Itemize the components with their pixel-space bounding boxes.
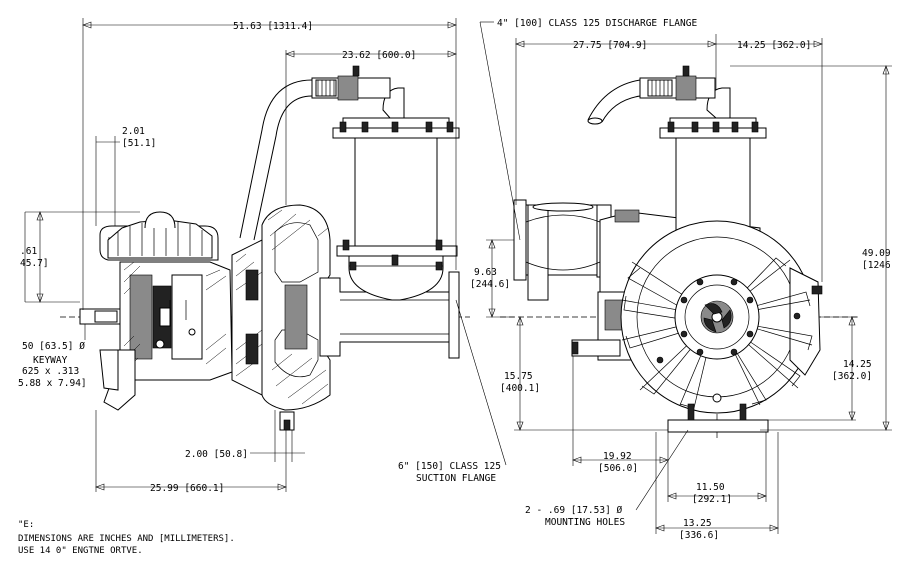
overall-height-mm: [1246 bbox=[862, 260, 891, 271]
front-view-dimensions: 4" [100] CLASS 125 DISCHARGE FLANGE 27.7… bbox=[470, 18, 892, 541]
suction-flange-label-2: SUCTION FLANGE bbox=[416, 473, 496, 484]
mount-width-in: 19.92 bbox=[603, 451, 632, 462]
base-width-in: 13.25 bbox=[683, 518, 712, 529]
drawing-notes: "E: DIMENSIONS ARE INCHES AND [MILLIMETE… bbox=[18, 520, 235, 556]
notes-heading: "E: bbox=[18, 520, 34, 530]
centerline-height-in: 15.75 bbox=[504, 371, 533, 382]
base-length-dim: 25.99 [660.1] bbox=[150, 483, 224, 494]
overall-height-in: 49.09 bbox=[862, 248, 891, 259]
notes-line-2: USE 14 0" ENGTNE ORTVE. bbox=[18, 546, 143, 556]
side-view-dimensions: 51.63 [1311.4] 23.62 [600.0] 2.01 [51.1]… bbox=[18, 18, 507, 494]
mounting-holes-label-1: 2 - .69 [17.53] Ø bbox=[525, 505, 623, 516]
keyway-size-mm: 5.88 x 7.94] bbox=[18, 378, 87, 389]
overall-length-dim: 51.63 [1311.4] bbox=[233, 21, 313, 32]
suction-offset-dim: 2.00 [50.8] bbox=[185, 449, 248, 460]
shaft-offset-dim: 2.01 bbox=[122, 126, 145, 137]
shaft-height-in: .61 bbox=[20, 246, 37, 257]
front-view bbox=[500, 65, 860, 440]
keyway-title: KEYWAY bbox=[33, 355, 68, 366]
right-height-in: 14.25 bbox=[843, 359, 872, 370]
discharge-flange-width-dim: 27.75 [704.9] bbox=[573, 40, 647, 51]
mount-width-mm: [506.0] bbox=[598, 463, 638, 474]
discharge-flange-label: 4" [100] CLASS 125 DISCHARGE FLANGE bbox=[497, 18, 697, 29]
right-height-mm: [362.0] bbox=[832, 371, 872, 382]
suction-flange-label-1: 6" [150] CLASS 125 bbox=[398, 461, 501, 472]
mounting-holes-label-2: MOUNTING HOLES bbox=[545, 517, 625, 528]
flange-height-in: 9.63 bbox=[474, 267, 497, 278]
flange-height-mm: [244.6] bbox=[470, 279, 510, 290]
discharge-offset-dim: 14.25 [362.0] bbox=[737, 40, 811, 51]
side-section-view bbox=[60, 65, 470, 431]
hole-spacing-in: 11.50 bbox=[696, 482, 725, 493]
shaft-height-mm: 45.7] bbox=[20, 258, 49, 269]
pipe-offset-dim: 23.62 [600.0] bbox=[342, 50, 416, 61]
keyway-size-in: 625 x .313 bbox=[22, 366, 79, 377]
base-width-mm: [336.6] bbox=[679, 530, 719, 541]
shaft-diameter-dim: 50 [63.5] Ø bbox=[22, 341, 85, 352]
centerline-height-mm: [400.1] bbox=[500, 383, 540, 394]
hole-spacing-mm: [292.1] bbox=[692, 494, 732, 505]
shaft-offset-mm: [51.1] bbox=[122, 138, 156, 149]
notes-line-1: DIMENSIONS ARE INCHES AND [MILLIMETERS]. bbox=[18, 534, 235, 544]
